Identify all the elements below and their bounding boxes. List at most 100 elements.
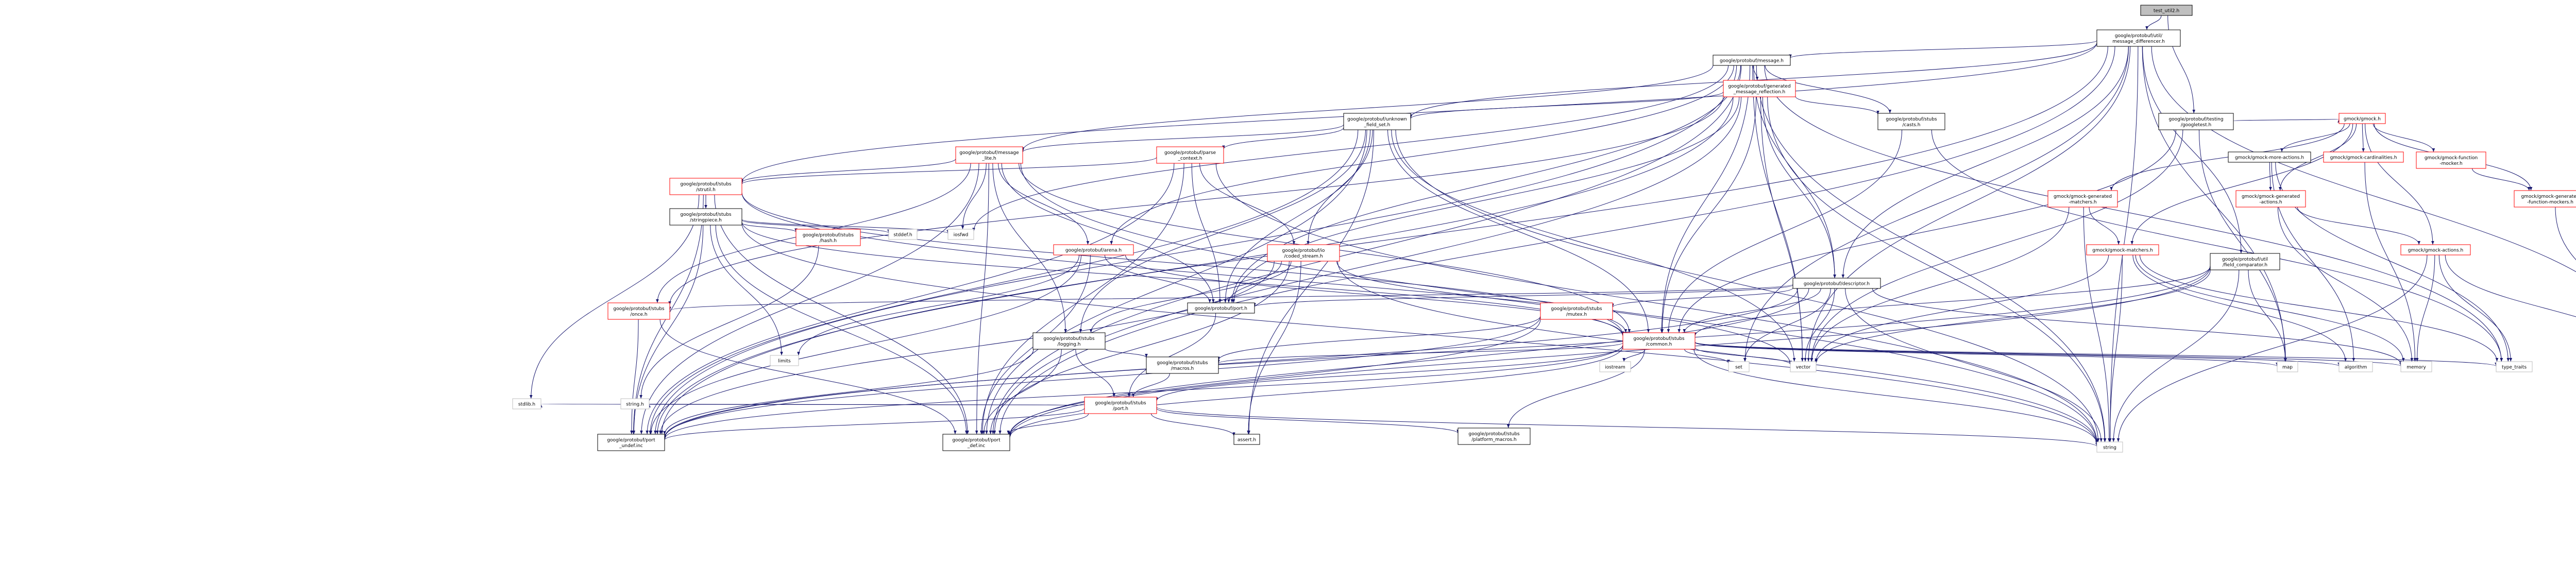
node-message[interactable]: google/protobuf/message.h (1713, 55, 1791, 66)
node-descriptor[interactable]: google/protobuf/descriptor.h (1792, 278, 1881, 289)
node-casts[interactable]: google/protobuf/stubs/casts.h (1877, 113, 1945, 130)
edge-gtest-to-common (1677, 129, 2176, 333)
node-gmock[interactable]: gmock/gmock.h (2338, 113, 2386, 124)
node-unknown[interactable]: google/protobuf/unknown_field_set.h (1343, 113, 1411, 130)
node-asserth-label-line-0: assert.h (1238, 438, 1256, 443)
node-portdef-box (942, 434, 1010, 451)
node-root-box (2140, 5, 2193, 16)
node-stubsport[interactable]: google/protobuf/stubs/port.h (1084, 397, 1157, 414)
edge-casts-to-common (1667, 129, 1903, 333)
node-port[interactable]: google/protobuf/port.h (1187, 302, 1255, 314)
node-algorithm[interactable]: algorithm (2338, 361, 2373, 372)
node-typetraits[interactable]: type_traits (2496, 361, 2533, 372)
node-stringh[interactable]: string.h (620, 398, 650, 409)
node-vector-box (1790, 361, 1817, 372)
node-strpiece[interactable]: google/protobuf/stubs/stringpiece.h (669, 208, 742, 226)
node-map[interactable]: map (2277, 361, 2298, 372)
edge-once-to-portdef (659, 319, 957, 435)
edge-msglite-to-portdef (975, 163, 989, 435)
edge-message-to-port (1230, 65, 1741, 303)
node-gtest[interactable]: google/protobuf/testing/googletest.h (2158, 113, 2234, 130)
node-arena-label-line-0: google/protobuf/arena.h (1065, 248, 1122, 253)
node-root[interactable]: test_util2.h (2140, 5, 2193, 16)
node-gmockmore[interactable]: gmock/gmock-more-actions.h (2228, 151, 2311, 163)
node-platform[interactable]: google/protobuf/stubs/platform_macros.h (1458, 428, 1531, 445)
node-common[interactable]: google/protobuf/stubs/common.h (1622, 332, 1696, 350)
edge-descriptor-to-portundef (663, 288, 1798, 438)
edge-stubsport-to-asserth (1150, 413, 1235, 436)
node-platform-box (1458, 428, 1531, 445)
node-genrefl[interactable]: google/protobuf/generated_message_reflec… (1723, 80, 1796, 97)
node-strutil[interactable]: google/protobuf/stubs/strutil.h (669, 178, 742, 195)
node-mutex[interactable]: google/protobuf/stubs/mutex.h (1540, 302, 1613, 320)
node-string[interactable]: string (2096, 441, 2123, 453)
edge-common-to-typetraits (1694, 341, 2498, 367)
node-iosfwd[interactable]: iosfwd (947, 229, 974, 240)
edge-unknown-to-msglite (1021, 124, 1344, 152)
node-vector[interactable]: vector (1790, 361, 1817, 372)
edge-gmockactions-to-memory (2415, 254, 2435, 362)
node-portundef[interactable]: google/protobuf/port_undef.inc (597, 434, 665, 451)
node-logging[interactable]: google/protobuf/stubs/logging.h (1032, 332, 1106, 350)
node-logging-box (1032, 332, 1106, 350)
node-fieldcmp-label-line-0: google/protobuf/util (2222, 257, 2268, 262)
edge-stubsport-to-platform (1156, 408, 1460, 434)
edge-common-to-algorithm (1694, 342, 2341, 367)
node-stubsport-label-line-0: google/protobuf/stubs (1095, 401, 1146, 406)
node-typetraits-label-line-0: type_traits (2502, 365, 2527, 370)
node-macros[interactable]: google/protobuf/stubs/macros.h (1146, 356, 1219, 374)
edge-message-to-iosfwd (972, 65, 1729, 232)
node-stubsport-box (1084, 397, 1157, 414)
node-stddef[interactable]: stddef.h (888, 229, 918, 240)
edge-fieldcmp-to-vector (1815, 269, 2211, 364)
node-msgdiff[interactable]: google/protobuf/util/message_differencer… (2096, 29, 2181, 47)
node-codedstream-box (1267, 244, 1340, 262)
edge-genrefl-to-vector (1760, 96, 1804, 362)
node-gmockcard[interactable]: gmock/gmock-cardinalities.h (2323, 151, 2404, 163)
edge-unknown-to-logging (1079, 129, 1366, 333)
node-memory[interactable]: memory (2400, 361, 2432, 372)
node-fieldcmp-label-line-1: /field_comparator.h (2223, 263, 2267, 268)
node-common-label-line-1: /common.h (1646, 342, 1672, 347)
edge-unknown-to-vector (1391, 129, 1796, 362)
edge-message-to-typetraits (1764, 65, 2503, 362)
node-platform-label-line-0: google/protobuf/stubs (1468, 432, 1520, 437)
node-msglite[interactable]: google/protobuf/message_lite.h (955, 146, 1023, 164)
node-parsectx[interactable]: google/protobuf/parse_context.h (1156, 146, 1224, 164)
node-once[interactable]: google/protobuf/stubs/once.h (607, 302, 670, 320)
edge-gmockgenmatch-to-vector (1810, 207, 2070, 362)
node-portundef-box (597, 434, 665, 451)
node-portdef[interactable]: google/protobuf/port_def.inc (942, 434, 1010, 451)
node-fieldcmp[interactable]: google/protobuf/util/field_comparator.h (2210, 253, 2280, 270)
node-set-box (1728, 361, 1750, 372)
node-common-box (1622, 332, 1696, 350)
edge-descriptor-to-port (1253, 284, 1793, 307)
node-hash[interactable]: google/protobuf/stubs/hash.h (795, 229, 861, 246)
node-set[interactable]: set (1728, 361, 1750, 372)
node-gmockfm[interactable]: gmock/gmock-function-mocker.h (2416, 151, 2486, 169)
edge-msgdiff-to-map (2142, 46, 2287, 362)
edge-gmockmore-to-gmockgenact (2269, 162, 2272, 191)
edge-gmockmatchers-to-algorithm (2132, 254, 2347, 362)
node-msglite-box (955, 146, 1023, 164)
node-gmockgenmatch[interactable]: gmock/gmock-generated-matchers.h (2047, 190, 2118, 208)
node-asserth[interactable]: assert.h (1233, 434, 1260, 445)
edge-gmockgenmatch-to-string (2083, 207, 2111, 442)
node-limits[interactable]: limits (770, 355, 799, 366)
node-iostream[interactable]: iostream (1599, 361, 1631, 372)
node-stdlib[interactable]: stdlib.h (512, 398, 541, 409)
node-gmockmatchers[interactable]: gmock/gmock-matchers.h (2086, 244, 2159, 255)
node-gmockactions[interactable]: gmock/gmock-actions.h (2400, 244, 2471, 255)
node-iostream-label-line-0: iostream (1605, 365, 1625, 370)
edge-strutil-to-portdef (714, 194, 969, 435)
edge-message-to-arena (1110, 65, 1734, 245)
edge-msgdiff-to-fieldcmp (2142, 46, 2243, 254)
node-gmockgenact[interactable]: gmock/gmock-generated-actions.h (2235, 190, 2306, 208)
edge-gmockgenmatch-to-gmockmatchers (2089, 207, 2120, 245)
node-arena[interactable]: google/protobuf/arena.h (1053, 244, 1134, 255)
node-iostream-box (1599, 361, 1631, 372)
node-codedstream[interactable]: google/protobuf/io/coded_stream.h (1267, 244, 1340, 262)
edge-msgdiff-to-strutil (740, 42, 2097, 183)
node-unknown-label-line-0: google/protobuf/unknown (1347, 117, 1407, 122)
node-gmockgenfm[interactable]: gmock/gmock-generated-function-mockers.h (2514, 190, 2576, 208)
